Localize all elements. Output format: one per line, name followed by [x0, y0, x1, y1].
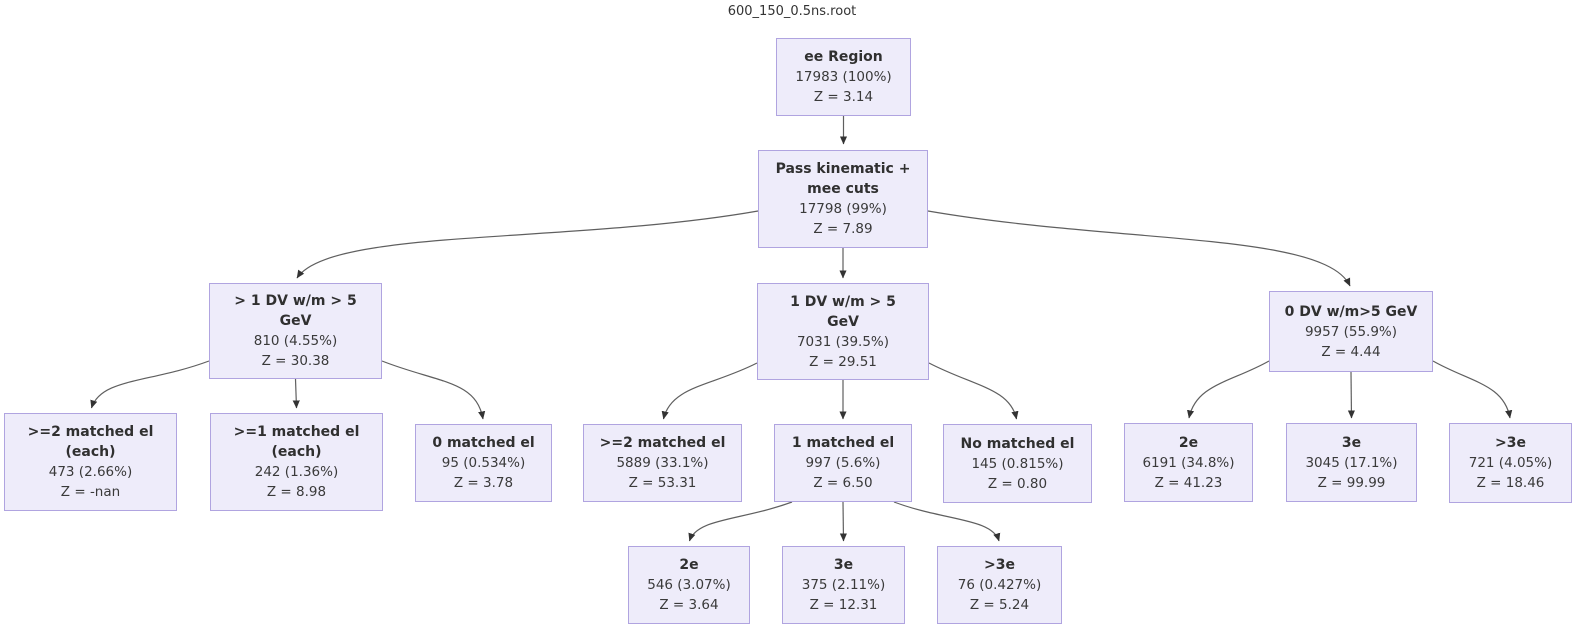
node-significance: Z = 5.24 — [969, 597, 1030, 613]
node-count: 5889 (33.1%) — [616, 455, 709, 471]
node-gt3e-bottom: >3e 76 (0.427%) Z = 5.24 — [937, 546, 1062, 624]
node-ge2-matched-el: >=2 matched el 5889 (33.1%) Z = 53.31 — [583, 424, 742, 502]
node-count: 546 (3.07%) — [647, 577, 731, 593]
node-significance: Z = 4.44 — [1321, 343, 1381, 360]
graph-title: 600_150_0.5ns.root — [727, 4, 857, 19]
node-significance: Z = 3.14 — [813, 89, 874, 105]
node-count: 145 (0.815%) — [971, 455, 1064, 472]
node-gt1-dv-mass-gt5gev: > 1 DV w/m > 5 GeV 810 (4.55%) Z = 30.38 — [209, 283, 382, 379]
node-title: 1 DV w/m > 5 GeV — [790, 293, 896, 330]
node-count: 95 (0.534%) — [441, 455, 526, 471]
node-count: 17983 (100%) — [795, 69, 892, 85]
edge-zerodv-e3right — [1347, 371, 1356, 419]
node-count: 76 (0.427%) — [957, 577, 1042, 593]
node-title: 0 DV w/m>5 GeV — [1284, 303, 1418, 320]
edge-onedv-mno — [928, 362, 1019, 420]
node-significance: Z = 7.89 — [813, 221, 873, 237]
node-3e-right: 3e 3045 (17.1%) Z = 99.99 — [1286, 423, 1417, 502]
edge-m1-egt3bottom — [893, 501, 1001, 542]
edge-pass-gt1dv — [296, 210, 759, 279]
node-count: 9957 (55.9%) — [1304, 323, 1398, 340]
node-count: 242 (1.36%) — [254, 464, 339, 480]
node-title: Pass kinematic + mee cuts — [775, 161, 911, 197]
node-ge2-matched-el-each: >=2 matched el (each) 473 (2.66%) Z = -n… — [4, 413, 177, 511]
node-title: 3e — [1341, 434, 1362, 451]
node-title: 3e — [833, 557, 854, 573]
node-title: >3e — [1495, 435, 1526, 451]
node-significance: Z = 53.31 — [628, 475, 697, 491]
node-ge1-matched-el-each: >=1 matched el (each) 242 (1.36%) Z = 8.… — [210, 413, 383, 511]
node-count: 721 (4.05%) — [1468, 455, 1553, 471]
node-gt3e-right: >3e 721 (4.05%) Z = 18.46 — [1449, 423, 1572, 503]
node-title: No matched el — [960, 435, 1075, 452]
node-title: >=2 matched el — [599, 435, 726, 451]
node-2e-right: 2e 6191 (34.8%) Z = 41.23 — [1124, 423, 1253, 502]
node-title: >=1 matched el (each) — [233, 424, 360, 460]
node-0-dv-mass-gt5gev: 0 DV w/m>5 GeV 9957 (55.9%) Z = 4.44 — [1269, 291, 1433, 372]
edge-m1-e3bottom — [839, 501, 848, 542]
node-significance: Z = 18.46 — [1476, 475, 1545, 491]
node-title: >=2 matched el (each) — [27, 424, 154, 460]
node-count: 6191 (34.8%) — [1142, 454, 1235, 471]
node-title: 2e — [1178, 434, 1199, 451]
node-3e-bottom: 3e 375 (2.11%) Z = 12.31 — [782, 546, 905, 624]
node-significance: Z = 29.51 — [809, 353, 877, 370]
node-count: 473 (2.66%) — [48, 464, 133, 480]
edge-zerodv-e2right — [1187, 360, 1270, 419]
node-title: 1 matched el — [791, 435, 895, 451]
edge-gt1dv-m2each — [90, 360, 210, 409]
node-significance: Z = 41.23 — [1154, 474, 1223, 491]
node-significance: Z = 6.50 — [813, 475, 873, 491]
edge-m1-e2bottom — [688, 501, 793, 542]
node-2e-bottom: 2e 546 (3.07%) Z = 3.64 — [628, 546, 750, 624]
node-title: ee Region — [804, 49, 883, 65]
node-count: 3045 (17.1%) — [1305, 454, 1398, 471]
node-title: 0 matched el — [432, 435, 535, 451]
node-significance: Z = -nan — [60, 484, 121, 500]
node-significance: Z = 3.64 — [659, 597, 719, 613]
node-title: >3e — [984, 557, 1015, 573]
node-count: 375 (2.11%) — [801, 577, 886, 593]
node-no-matched-el: No matched el 145 (0.815%) Z = 0.80 — [943, 424, 1092, 503]
node-pass-kinematic-mee-cuts: Pass kinematic + mee cuts 17798 (99%) Z … — [758, 150, 928, 248]
node-title: 2e — [679, 557, 699, 573]
node-significance: Z = 8.98 — [266, 484, 327, 500]
node-count: 810 (4.55%) — [253, 333, 338, 349]
node-significance: Z = 30.38 — [261, 353, 330, 369]
node-significance: Z = 12.31 — [809, 597, 878, 613]
edge-zerodv-egt3right — [1432, 360, 1513, 419]
node-0-matched-el: 0 matched el 95 (0.534%) Z = 3.78 — [415, 424, 552, 502]
node-count: 7031 (39.5%) — [796, 333, 890, 350]
node-1-dv-mass-gt5gev: 1 DV w/m > 5 GeV 7031 (39.5%) Z = 29.51 — [757, 283, 929, 380]
node-count: 997 (5.6%) — [805, 455, 881, 471]
node-count: 17798 (99%) — [799, 201, 887, 217]
node-significance: Z = 99.99 — [1317, 474, 1386, 491]
edge-gt1dv-m0 — [381, 360, 486, 420]
node-significance: Z = 3.78 — [453, 475, 514, 491]
node-significance: Z = 0.80 — [987, 475, 1048, 492]
node-title: > 1 DV w/m > 5 GeV — [234, 293, 357, 329]
edge-onedv-m2 — [661, 362, 758, 420]
edge-pass-zerodv — [927, 210, 1351, 287]
node-1-matched-el: 1 matched el 997 (5.6%) Z = 6.50 — [774, 424, 912, 502]
edge-gt1dv-m1each — [292, 378, 300, 409]
node-ee-region: ee Region 17983 (100%) Z = 3.14 — [776, 38, 911, 116]
